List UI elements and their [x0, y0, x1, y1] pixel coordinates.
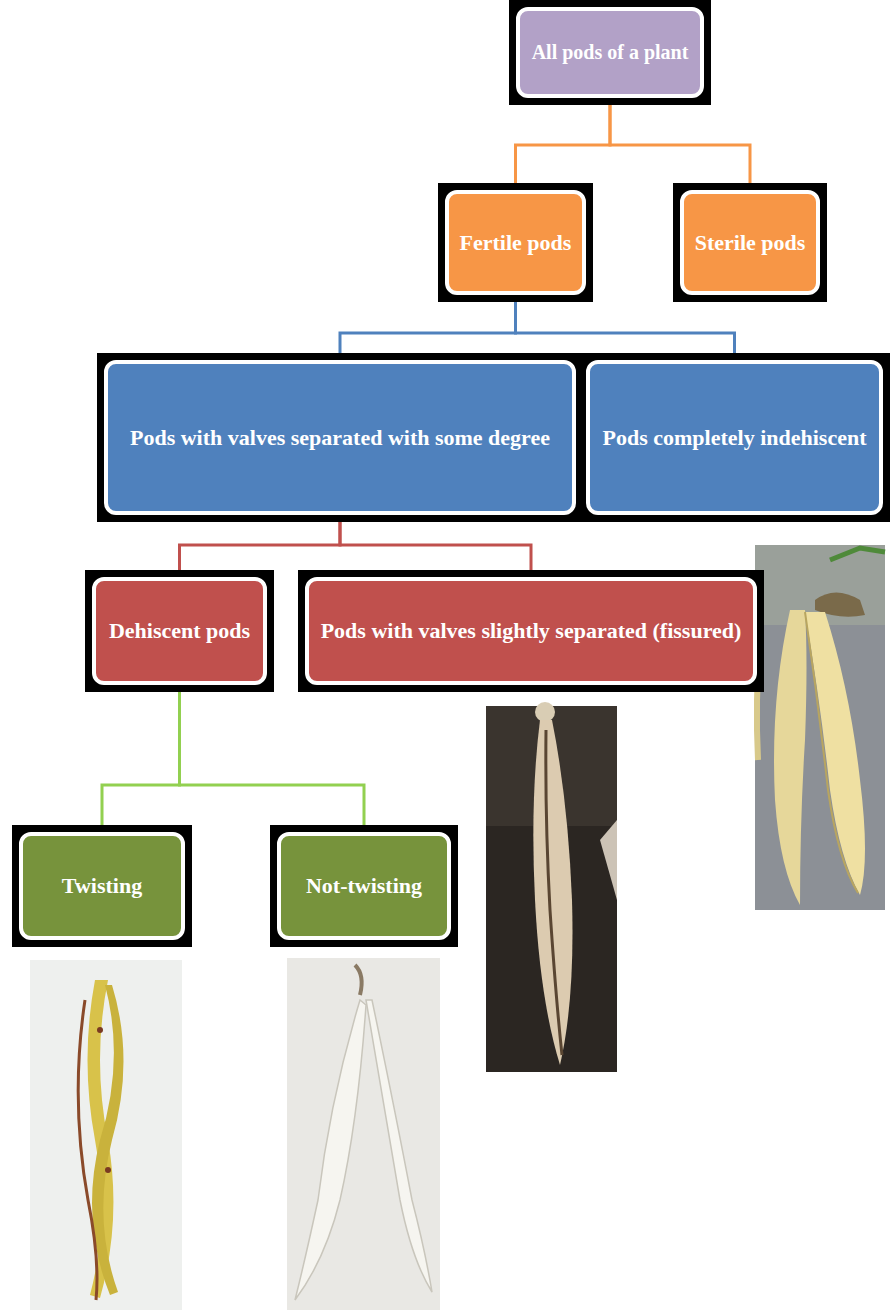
twisting-photo: [30, 960, 182, 1310]
tree-connector: [516, 302, 735, 353]
tree-connector: [180, 522, 341, 570]
category-box: Sterile pods: [673, 183, 827, 302]
box-label: Sterile pods: [695, 230, 806, 255]
category-box: Pods with valves separated with some deg…: [97, 353, 583, 522]
box-label: Twisting: [62, 873, 142, 898]
box-fill: Dehiscent pods: [92, 577, 267, 685]
tree-connector: [516, 105, 611, 183]
box-label: Not-twisting: [306, 873, 422, 898]
category-box: Pods with valves slightly separated (fis…: [298, 570, 764, 692]
box-fill: All pods of a plant: [516, 7, 704, 98]
box-label: Pods completely indehiscent: [603, 425, 867, 450]
tree-connector: [102, 692, 180, 825]
leaf-box: Not-twisting: [270, 825, 458, 947]
not-twisting-photo: [287, 958, 440, 1310]
category-box: Dehiscent pods: [85, 570, 274, 692]
box-label: All pods of a plant: [532, 41, 689, 64]
box-fill: Pods with valves separated with some deg…: [104, 360, 576, 515]
box-label: Pods with valves slightly separated (fis…: [321, 618, 742, 643]
box-fill: Pods with valves slightly separated (fis…: [305, 577, 757, 685]
box-fill: Not-twisting: [277, 832, 451, 940]
box-fill: Sterile pods: [680, 190, 820, 295]
box-fill: Twisting: [19, 832, 185, 940]
category-box: Fertile pods: [438, 183, 593, 302]
tree-connector: [180, 692, 365, 825]
box-label: Pods with valves separated with some deg…: [130, 425, 550, 450]
box-fill: Pods completely indehiscent: [586, 360, 883, 515]
tree-connector: [610, 105, 750, 183]
fissured-photo: [486, 702, 617, 1072]
indehiscent-photo: [755, 545, 885, 910]
category-box: Pods completely indehiscent: [579, 353, 890, 522]
tree-connector: [340, 302, 516, 353]
box-label: Fertile pods: [460, 230, 572, 255]
box-label: Dehiscent pods: [109, 618, 250, 643]
root-box: All pods of a plant: [509, 0, 711, 105]
leaf-box: Twisting: [12, 825, 192, 947]
box-fill: Fertile pods: [445, 190, 586, 295]
tree-connector: [340, 522, 531, 570]
